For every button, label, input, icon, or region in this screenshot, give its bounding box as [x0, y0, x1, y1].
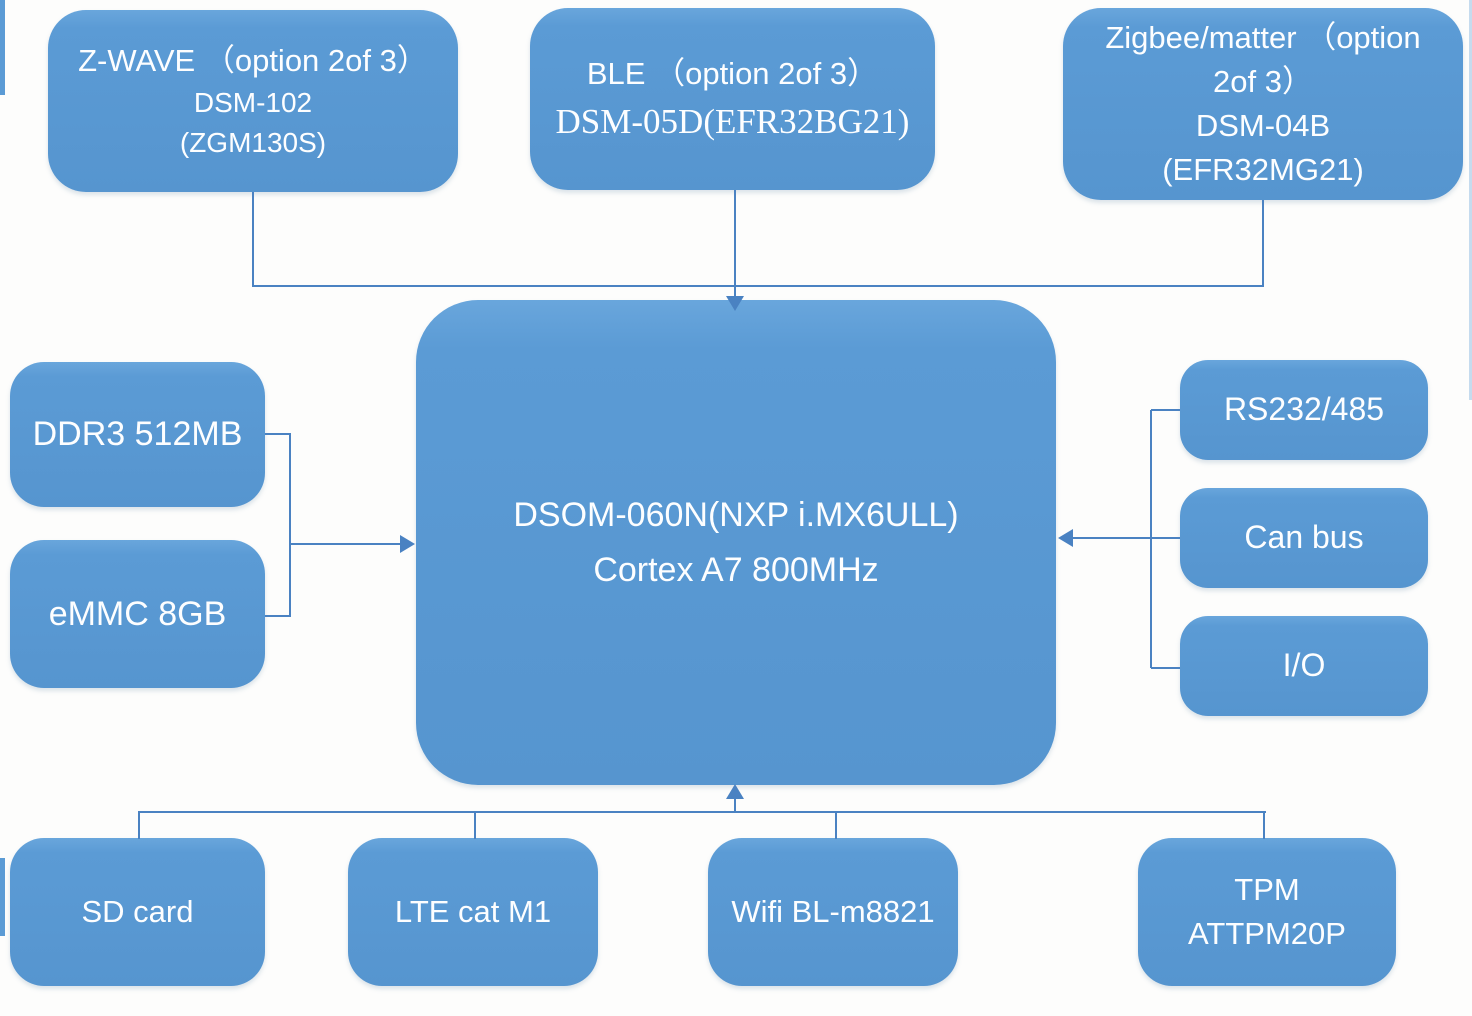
tpm-label-line2: ATTPM20P	[1188, 916, 1346, 951]
lte-connector-line	[474, 811, 476, 839]
peripherals-to-soc-line	[734, 797, 736, 812]
rs232-box: RS232/485	[1180, 360, 1428, 460]
sdcard-box: SD card	[10, 838, 265, 986]
tpm-box: TPM ATTPM20P	[1138, 838, 1396, 986]
ble-module-box: BLE （option 2of 3） DSM-05D(EFR32BG21)	[530, 8, 935, 190]
arrow-left-icon	[1058, 529, 1073, 547]
wifi-box: Wifi BL-m8821	[708, 838, 958, 986]
tpm-label-line1: TPM	[1234, 871, 1300, 907]
zigbee-module-box: Zigbee/matter （option 2of 3） DSM-04B (EF…	[1063, 8, 1463, 200]
ddr3-box: DDR3 512MB	[10, 362, 265, 507]
io-label: I/O	[1282, 647, 1326, 684]
right-bracket-line	[1150, 410, 1152, 668]
emmc-label: eMMC 8GB	[48, 594, 227, 633]
zwave-chip: (ZGM130S)	[179, 127, 327, 158]
ddr3-connector-line	[265, 433, 290, 435]
emmc-box: eMMC 8GB	[10, 540, 265, 688]
soc-cpu: Cortex A7 800MHz	[593, 550, 879, 589]
right-edge-artifact	[1469, 0, 1472, 400]
canbus-box: Can bus	[1180, 488, 1428, 588]
arrow-right-icon	[400, 535, 415, 553]
ddr3-label: DDR3 512MB	[32, 415, 243, 454]
sdcard-label: SD card	[81, 893, 194, 929]
top-bus-line	[252, 285, 1264, 287]
arrow-up-icon	[726, 784, 744, 799]
left-bracket-line	[289, 433, 291, 617]
zigbee-connector-line	[1262, 200, 1264, 286]
zwave-model: DSM-102	[193, 87, 313, 119]
rs232-label: RS232/485	[1223, 391, 1385, 428]
left-edge-artifact-top	[0, 0, 5, 95]
emmc-connector-line	[265, 615, 290, 617]
lte-label: LTE cat M1	[394, 893, 552, 929]
wifi-connector-line	[835, 811, 837, 839]
bottom-bus-line	[139, 811, 1266, 813]
canbus-label: Can bus	[1244, 519, 1364, 556]
lte-box: LTE cat M1	[348, 838, 598, 986]
soc-main-box: DSOM-060N(NXP i.MX6ULL) Cortex A7 800MHz	[416, 300, 1056, 785]
ble-title: BLE （option 2of 3）	[586, 56, 879, 92]
ble-model: DSM-05D(EFR32BG21)	[555, 101, 910, 141]
memory-to-soc-line	[290, 543, 402, 545]
zwave-module-box: Z-WAVE （option 2of 3） DSM-102 (ZGM130S)	[48, 10, 458, 192]
zigbee-title: Zigbee/matter （option 2of 3）	[1105, 19, 1421, 99]
sdcard-connector-line	[138, 811, 140, 839]
wifi-label: Wifi BL-m8821	[731, 893, 935, 929]
tpm-connector-line	[1263, 811, 1265, 839]
zwave-connector-line	[252, 192, 254, 286]
zigbee-chip: (EFR32MG21)	[1162, 152, 1364, 188]
interfaces-to-soc-line	[1072, 537, 1180, 539]
ble-to-soc-line	[734, 190, 736, 296]
zwave-title: Z-WAVE （option 2of 3）	[78, 43, 428, 79]
arrow-down-icon	[726, 296, 744, 311]
io-box: I/O	[1180, 616, 1428, 716]
io-connector-line	[1151, 667, 1180, 669]
left-edge-artifact-bottom	[0, 858, 5, 936]
soc-name: DSOM-060N(NXP i.MX6ULL)	[513, 496, 959, 535]
rs232-connector-line	[1151, 409, 1180, 411]
zigbee-model: DSM-04B	[1195, 108, 1331, 143]
